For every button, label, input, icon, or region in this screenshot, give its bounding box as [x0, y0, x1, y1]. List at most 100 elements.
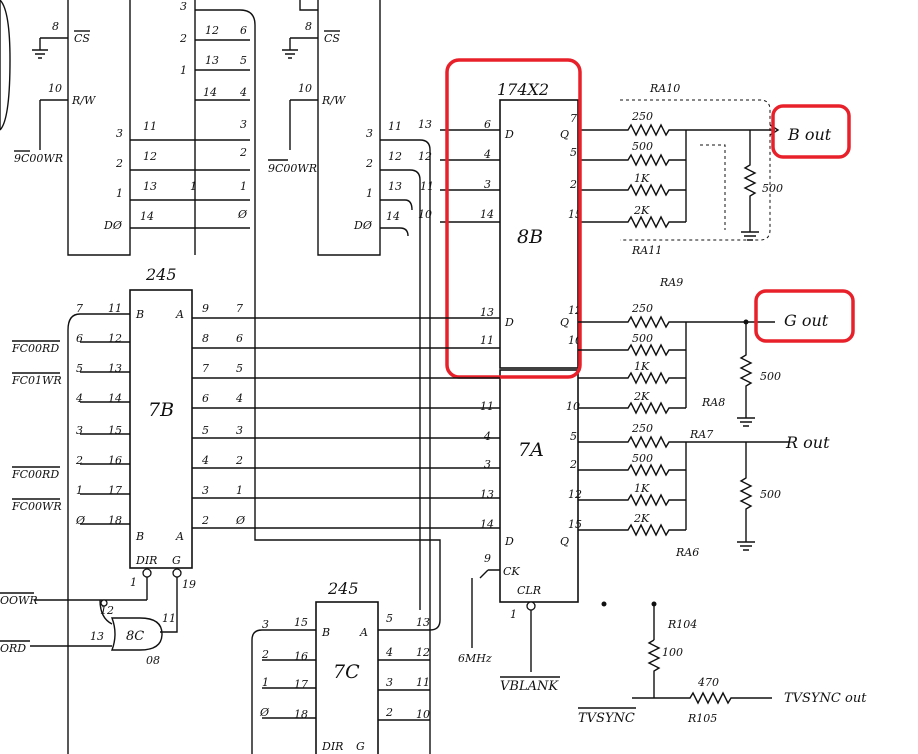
- bus-pin-1b: 1: [240, 180, 247, 193]
- bus-pin-0: Ø: [237, 208, 248, 221]
- ra7-label: RA7: [689, 428, 713, 441]
- highlight-b-out: [771, 104, 851, 159]
- gate-8c-ref: 8C: [126, 629, 144, 644]
- chip-7c-b-16: 16: [294, 650, 308, 663]
- ram-left-in-13: 13: [143, 180, 157, 193]
- chip-7b-g-pin: 19: [182, 578, 196, 591]
- ram-chip-left: 8 CS 10 R/W 9C00WR 3 2 1 DØ 11 12 13 14: [0, 0, 250, 256]
- ram-right-do: DØ: [353, 219, 373, 232]
- ram-right-mid-11: 11: [420, 180, 434, 193]
- top-data-bus: 3 2 1 12 6 13 5 14 4 3 2 Ø 1 1: [179, 0, 256, 255]
- r105-label: R105: [687, 712, 717, 725]
- gate-8c-out-11: 11: [162, 612, 176, 625]
- r-out-label: R out: [785, 433, 830, 452]
- chip-7b-r-5: 5: [236, 362, 243, 375]
- chip-7b-dir-pin: 1: [130, 576, 137, 589]
- chip-7c-b-18: 18: [294, 708, 308, 721]
- ram-right-pin-8: 8: [305, 20, 312, 33]
- chip-8b-d: D: [504, 128, 514, 141]
- ram-right-rw: R/W: [321, 94, 347, 107]
- chip-7b-b-11: 11: [108, 302, 122, 315]
- chip-7a-in-13: 13: [480, 488, 494, 501]
- ra10-val-250: 250: [631, 110, 653, 123]
- bus-pin-2b: 2: [239, 146, 247, 159]
- chip-7b-r-2: 2: [235, 454, 243, 467]
- vblank-label: VBLANK: [500, 679, 559, 694]
- chip-7c-b-15: 15: [294, 616, 308, 629]
- chip-7b-a-7: 7: [202, 362, 209, 375]
- chip-7b-l-2: 2: [75, 454, 83, 467]
- chip-7c-a: A: [359, 626, 368, 639]
- ra9-val-500: 500: [632, 332, 653, 345]
- tvsync-out-label: TVSYNC out: [784, 691, 867, 706]
- b-out-label: B out: [787, 125, 832, 144]
- chip-7b-a-2: 2: [201, 514, 209, 527]
- ra10-val-500: 500: [632, 140, 653, 153]
- ram-right-mid-10: 10: [418, 208, 432, 221]
- bus-pin-d0: 1: [190, 180, 197, 193]
- chip-7b-b-16: 16: [108, 454, 122, 467]
- bus-pin-5: 5: [240, 54, 247, 67]
- chip-7c-r-13: 13: [416, 616, 430, 629]
- tvsync-label: TVSYNC: [578, 711, 635, 726]
- bus-pin-13: 13: [205, 54, 219, 67]
- gate-8c: 8C 08 12 13 11: [90, 599, 176, 667]
- chip-7a-out-5: 5: [570, 430, 577, 443]
- ram-right-9c00wr: 9C00WR: [268, 162, 317, 175]
- ra7-val-2k: 2K: [633, 512, 650, 525]
- ram-right-in-13: 13: [388, 180, 402, 193]
- chip-7b-a-8: 8: [202, 332, 209, 345]
- chip-7c-l-1: 1: [262, 676, 269, 689]
- chip-7b-b-15: 15: [108, 424, 122, 437]
- chip-7c-r-12: 12: [416, 646, 430, 659]
- ram-left-cs: CS: [74, 32, 90, 45]
- chip-7b-r-3: 3: [236, 424, 243, 437]
- chip-7c-ref: 7C: [333, 661, 360, 683]
- sig-fc00rd: FC00RD: [11, 342, 59, 355]
- chip-8b-d2: D: [504, 316, 514, 329]
- chip-7b-l-3: 3: [76, 424, 83, 437]
- chip-7b-a-3: 3: [202, 484, 209, 497]
- resistor-network-green: RA9 250 500 1K 2K 500 RA8 G out: [578, 276, 829, 427]
- ra6-label: RA6: [675, 546, 699, 559]
- chip-7a-in-3: 3: [484, 458, 491, 471]
- chip-7c-a-4: 4: [385, 646, 393, 659]
- r-load-val: 500: [760, 488, 781, 501]
- chip-7a-in-11: 11: [480, 400, 494, 413]
- chip-7b-a-9: 9: [202, 302, 209, 315]
- chip-245-7b: 245 7B B A B A DIR G 1 19 11 12 13 14 15…: [67, 245, 500, 754]
- ram-left-in-12: 12: [143, 150, 157, 163]
- chip-7c-r-11: 11: [416, 676, 430, 689]
- left-signals: FC00RD FC01WR FC00RD FC00WR OOWR ORD: [0, 340, 147, 655]
- chip-7b-a-6: 6: [202, 392, 209, 405]
- chip-7a-d: D: [504, 535, 514, 548]
- tvsync-circuit: R104 100 470 R105 TVSYNC out TVSYNC: [578, 601, 867, 726]
- chip-7c-a-2: 2: [385, 706, 393, 719]
- ra11-val-2k: 2K: [633, 204, 650, 217]
- bus-pin-2: 2: [179, 32, 187, 45]
- chip-7c-r-10: 10: [416, 708, 430, 721]
- g-out-label: G out: [784, 311, 829, 330]
- chip-7b-a-5: 5: [202, 424, 209, 437]
- chip-8b-in-13: 13: [480, 306, 494, 319]
- ram-left-side-1: 1: [116, 187, 123, 200]
- ram-right-mid-12: 12: [418, 150, 432, 163]
- ram-right-in-11: 11: [388, 120, 402, 133]
- bus-pin-4: 4: [239, 86, 247, 99]
- chip-7b-l-5: 5: [76, 362, 83, 375]
- chip-7a-in-4: 4: [483, 430, 491, 443]
- chip-8b-ref: 8B: [517, 226, 543, 248]
- chip-7c-part: 245: [327, 579, 359, 598]
- chip-8b-part: 174X2: [497, 80, 549, 99]
- sig-fc01wr: FC01WR: [11, 374, 62, 387]
- chip-8b-q: Q: [560, 128, 569, 141]
- ram-left-rw: R/W: [71, 94, 97, 107]
- chip-8b-in-3: 3: [484, 178, 491, 191]
- chip-7a-clr-pin: 1: [510, 608, 517, 621]
- ram-left-9c00wr: 9C00WR: [14, 152, 63, 165]
- chip-7b-g: G: [172, 554, 181, 567]
- ram-right-side-2: 2: [365, 157, 373, 170]
- chip-7c-l-2: 2: [261, 648, 269, 661]
- chip-7a-in-14: 14: [480, 518, 494, 531]
- chip-7b-l-6: 6: [76, 332, 83, 345]
